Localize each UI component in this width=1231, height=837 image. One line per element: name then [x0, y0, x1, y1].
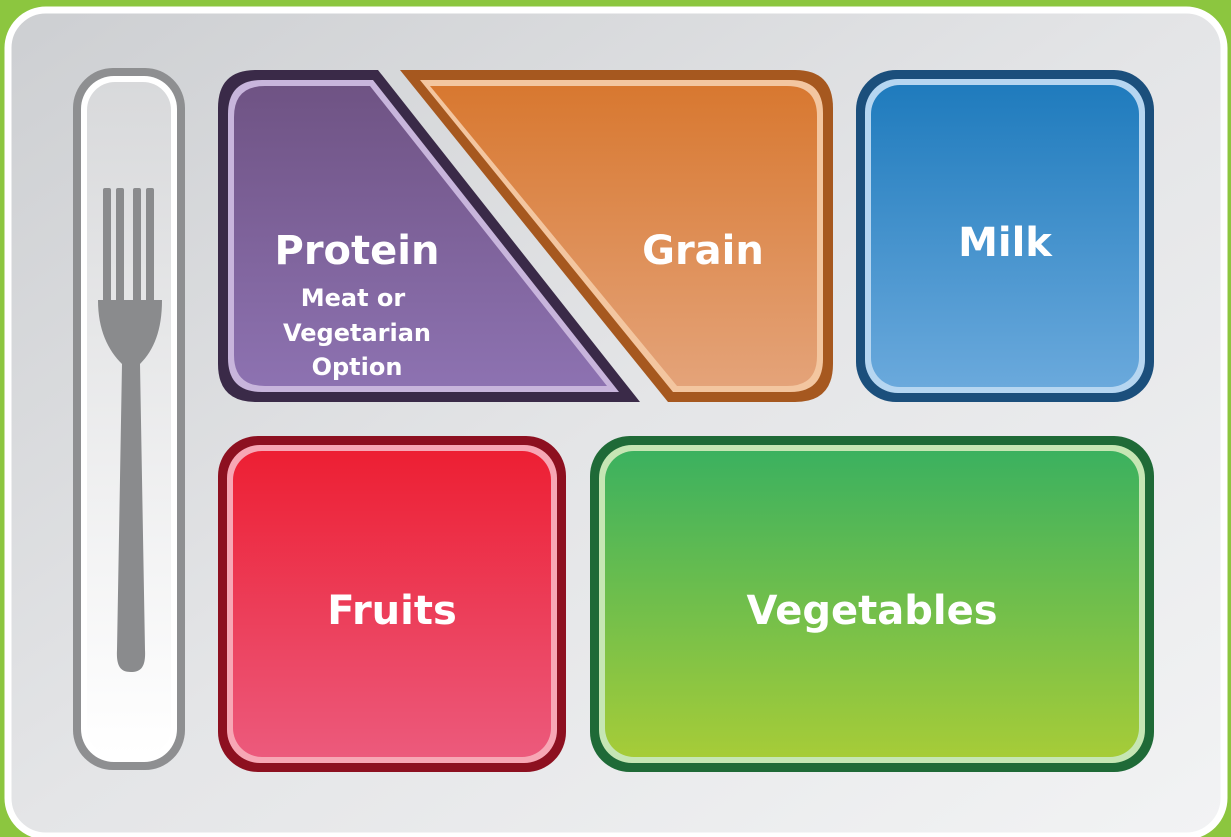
section-fruits: Fruits [218, 436, 566, 772]
fork-icon [98, 188, 162, 672]
vegetables-label: Vegetables [746, 588, 997, 634]
section-milk: Milk [856, 70, 1154, 402]
grain-label: Grain [642, 228, 764, 274]
section-vegetables: Vegetables [590, 436, 1154, 772]
section-grain: Grain [400, 70, 833, 402]
protein-label: Protein [275, 228, 440, 274]
protein-sublabel-line1: Meat or [301, 284, 406, 312]
milk-label: Milk [958, 220, 1053, 266]
section-protein: Protein Meat or Vegetarian Option [218, 70, 640, 402]
protein-sublabel-line2: Vegetarian [283, 319, 431, 347]
protein-sublabel-line3: Option [312, 353, 403, 381]
fruits-label: Fruits [327, 588, 457, 634]
